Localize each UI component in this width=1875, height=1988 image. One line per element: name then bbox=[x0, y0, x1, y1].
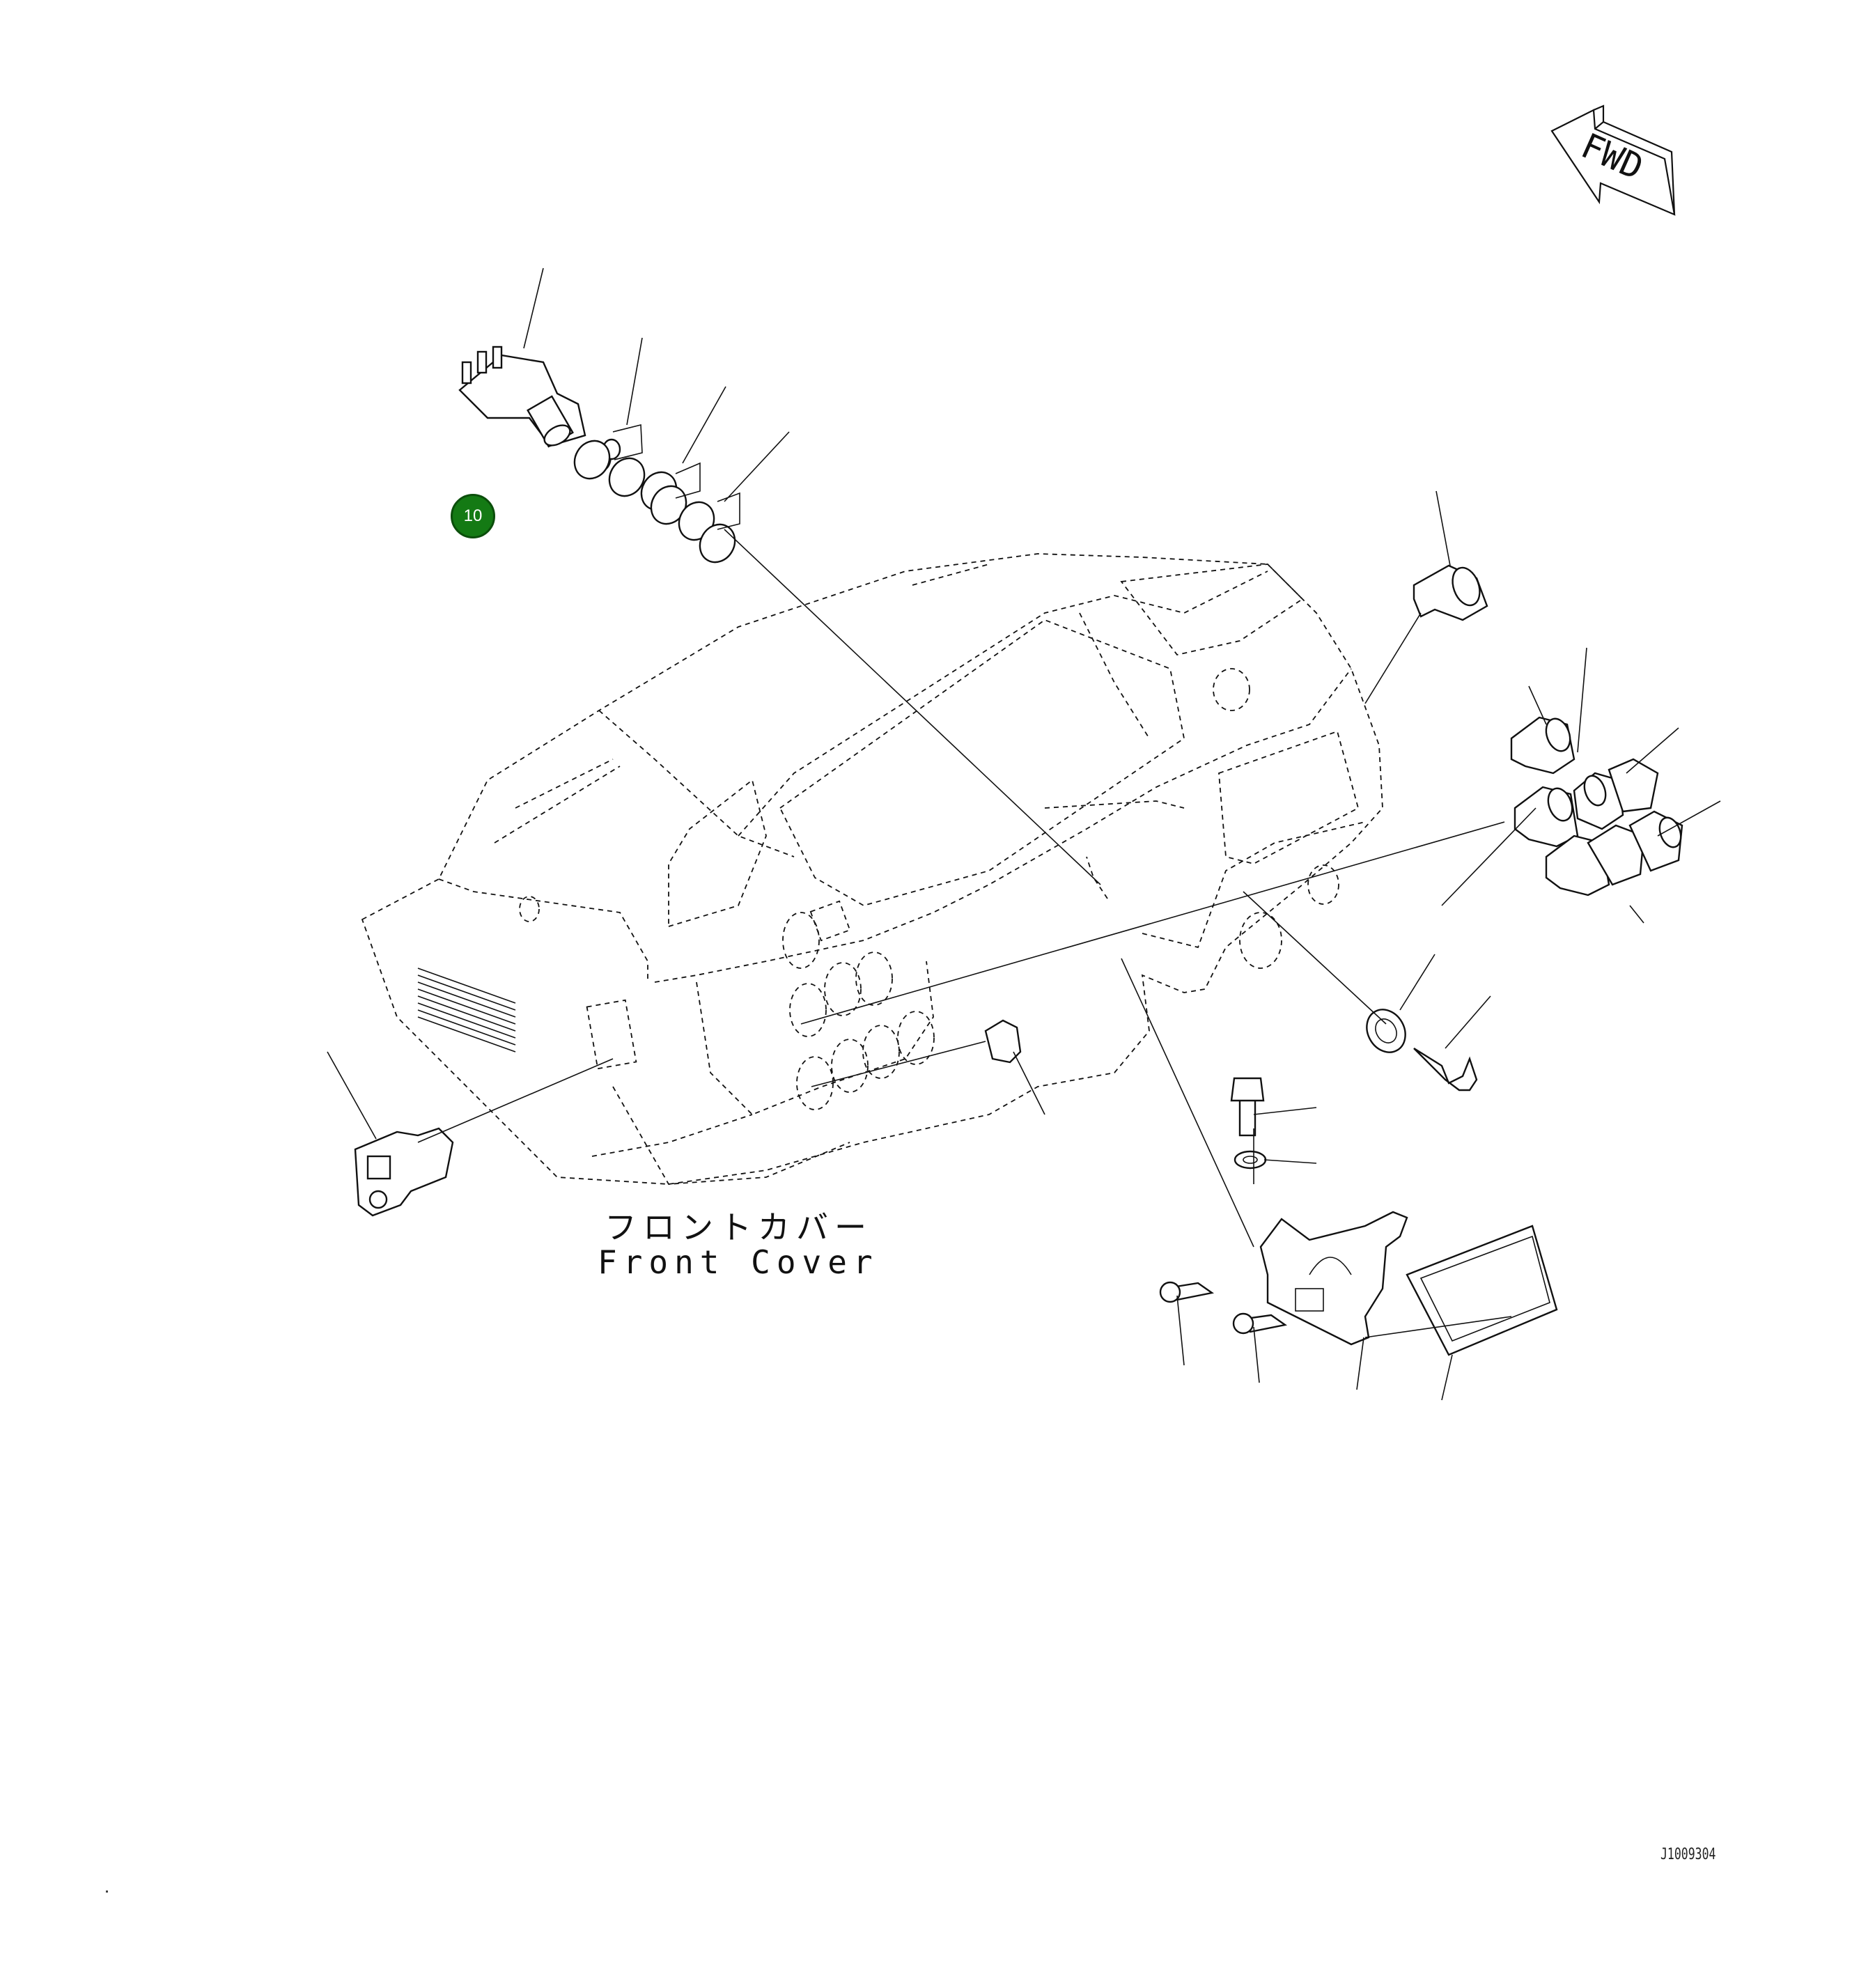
fwd-arrow-icon: FWD bbox=[1550, 104, 1676, 216]
drawing-number: J1009304 bbox=[1660, 1846, 1716, 1863]
front-cover-body bbox=[361, 553, 1383, 1185]
bracket-assembly bbox=[1159, 1077, 1558, 1356]
key-and-cylinder bbox=[1366, 1009, 1478, 1092]
callout-badge-label: 10 bbox=[463, 506, 483, 525]
fwd-arrow-label: FWD bbox=[1576, 125, 1649, 188]
switch-cluster-right bbox=[1510, 716, 1683, 896]
switch-lower-left bbox=[354, 1127, 454, 1217]
panel-switch-upper-right bbox=[1413, 564, 1488, 621]
caption-japanese: フロントカバー bbox=[605, 1209, 873, 1246]
leader-lines bbox=[327, 267, 1721, 1401]
corner-mark bbox=[106, 1890, 108, 1893]
key-switch-assembly bbox=[458, 345, 740, 564]
switch-cap bbox=[984, 1019, 1022, 1064]
caption-english: Front Cover bbox=[598, 1243, 879, 1281]
callout-badge[interactable]: 10 bbox=[451, 494, 495, 538]
